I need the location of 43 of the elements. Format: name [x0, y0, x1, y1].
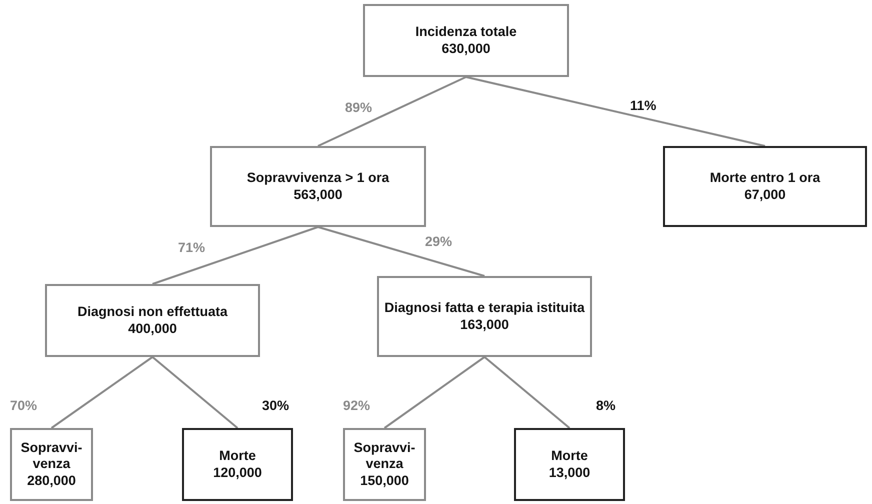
connector-line: [152, 226, 318, 285]
tree-node-box: [343, 428, 426, 501]
node-title: Sopravvi- venza: [20, 440, 84, 473]
node-count: 67,000: [744, 186, 786, 203]
node-title: Diagnosi fatta e terapia istituita: [384, 300, 585, 316]
node-title: Morte entro 1 ora: [710, 170, 820, 186]
node-title: Sopravvivenza > 1 ora: [246, 170, 390, 186]
node-count: 280,000: [27, 472, 76, 489]
tree-node-box: [514, 428, 625, 501]
connector-line: [466, 76, 766, 147]
tree-node-box: [182, 428, 293, 501]
node-title: Morte: [551, 448, 588, 464]
tree-node-box: [10, 428, 93, 501]
connector-line: [484, 356, 570, 429]
node-title: Incidenza totale: [415, 24, 517, 40]
node-count: 563,000: [294, 186, 342, 203]
node-count: 13,000: [548, 464, 590, 481]
node-count: 400,000: [128, 320, 177, 337]
edge-label: 30%: [262, 398, 290, 413]
edge-label: 71%: [178, 240, 206, 255]
node-title: Diagnosi non effettuata: [77, 304, 228, 320]
node-title: Sopravvi- venza: [352, 440, 416, 473]
edge-label: 70%: [10, 398, 38, 413]
connector-line: [384, 356, 486, 429]
tree-node-box: [210, 146, 426, 227]
tree-node-box: [377, 276, 592, 357]
tree-node-box: [663, 146, 867, 227]
edge-label: 11%: [630, 98, 656, 113]
edge-label: 89%: [345, 100, 372, 115]
node-count: 120,000: [213, 464, 262, 481]
node-count: 150,000: [360, 472, 409, 489]
connector-line: [318, 76, 466, 147]
tree-node-box: [45, 284, 260, 357]
node-count: 163,000: [460, 316, 509, 333]
connector-line: [318, 226, 485, 277]
edge-label: 29%: [425, 234, 452, 249]
node-count: 630,000: [442, 40, 490, 57]
connector-line: [50, 356, 154, 429]
edge-label: 8%: [596, 398, 616, 413]
node-title: Morte: [219, 448, 256, 464]
tree-node-box: [363, 4, 569, 77]
edge-label: 92%: [343, 398, 370, 413]
connector-line: [152, 356, 238, 429]
